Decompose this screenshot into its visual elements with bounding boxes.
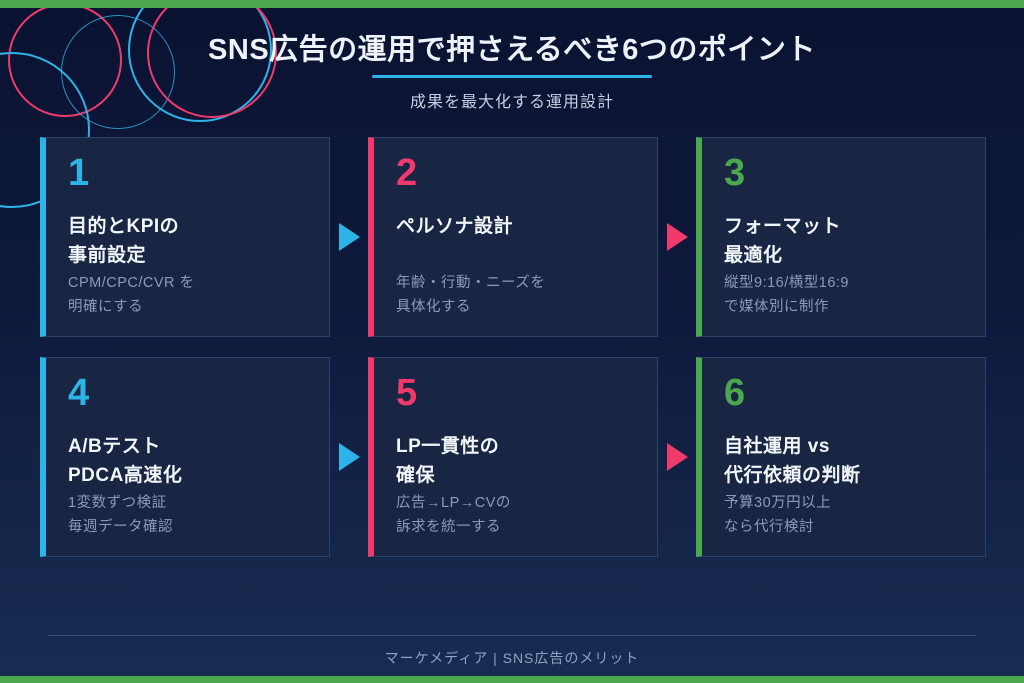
card-4-description: 1変数ずつ検証 毎週データ確認 (68, 495, 173, 536)
card-1-description: CPM/CPC/CVR を 明確にする (68, 275, 195, 316)
cards-grid: 1 目的とKPIの 事前設定 CPM/CPC/CVR を 明確にする 2 ペルソ… (0, 137, 1024, 557)
card-4-title: A/Bテスト PDCA高速化 (68, 435, 183, 487)
card-3: 3 フォーマット 最適化 縦型9:16/横型16:9 で媒体別に制作 (696, 137, 986, 337)
card-1-title: 目的とKPIの 事前設定 (68, 215, 180, 267)
card-5-description: 広告→LP→CVの 訴求を統一する (396, 495, 511, 536)
right-arrow-icon (338, 223, 360, 251)
card-6-title: 自社運用 vs 代行依頼の判断 (724, 435, 861, 487)
card-5: 5 LP一貫性の 確保 広告→LP→CVの 訴求を統一する (368, 357, 658, 557)
footer-credit: マーケメディア | SNS広告のメリット (384, 650, 640, 666)
card-2-number: 2 (396, 152, 418, 194)
page-title: SNS広告の運用で押さえるべき6つのポイント (208, 34, 816, 66)
card-2-description: 年齢・行動・ニーズを 具体化する (396, 275, 546, 316)
card-4: 4 A/Bテスト PDCA高速化 1変数ずつ検証 毎週データ確認 (40, 357, 330, 557)
card-5-number: 5 (396, 372, 418, 414)
right-arrow-icon (338, 443, 360, 471)
arrow-slot (330, 443, 368, 471)
cards-row-1: 1 目的とKPIの 事前設定 CPM/CPC/CVR を 明確にする 2 ペルソ… (40, 137, 986, 337)
arrow-slot (658, 223, 696, 251)
page-subtitle: 成果を最大化する運用設計 (409, 94, 614, 111)
card-5-title: LP一貫性の 確保 (396, 435, 500, 487)
footer-divider (48, 635, 976, 636)
card-6: 6 自社運用 vs 代行依頼の判断 予算30万円以上 なら代行検討 (696, 357, 986, 557)
card-6-number: 6 (724, 372, 746, 414)
header: SNS広告の運用で押さえるべき6つのポイント 成果を最大化する運用設計 (0, 0, 1024, 112)
card-3-description: 縦型9:16/横型16:9 で媒体別に制作 (724, 275, 849, 316)
arrow-slot (330, 223, 368, 251)
title-underline (372, 75, 652, 78)
card-3-title: フォーマット 最適化 (724, 215, 842, 267)
card-1-number: 1 (68, 152, 90, 194)
card-2: 2 ペルソナ設計 年齢・行動・ニーズを 具体化する (368, 137, 658, 337)
card-4-number: 4 (68, 372, 90, 414)
right-arrow-icon (666, 443, 688, 471)
card-3-number: 3 (724, 152, 746, 194)
arrow-slot (658, 443, 696, 471)
card-1: 1 目的とKPIの 事前設定 CPM/CPC/CVR を 明確にする (40, 137, 330, 337)
footer: マーケメディア | SNS広告のメリット (0, 635, 1024, 676)
card-2-title: ペルソナ設計 (396, 215, 514, 237)
cards-row-2: 4 A/Bテスト PDCA高速化 1変数ずつ検証 毎週データ確認 5 LP一貫性… (40, 357, 986, 557)
right-arrow-icon (666, 223, 688, 251)
bottom-accent-bar (0, 676, 1024, 683)
top-accent-bar (0, 0, 1024, 8)
card-6-description: 予算30万円以上 なら代行検討 (724, 495, 832, 536)
